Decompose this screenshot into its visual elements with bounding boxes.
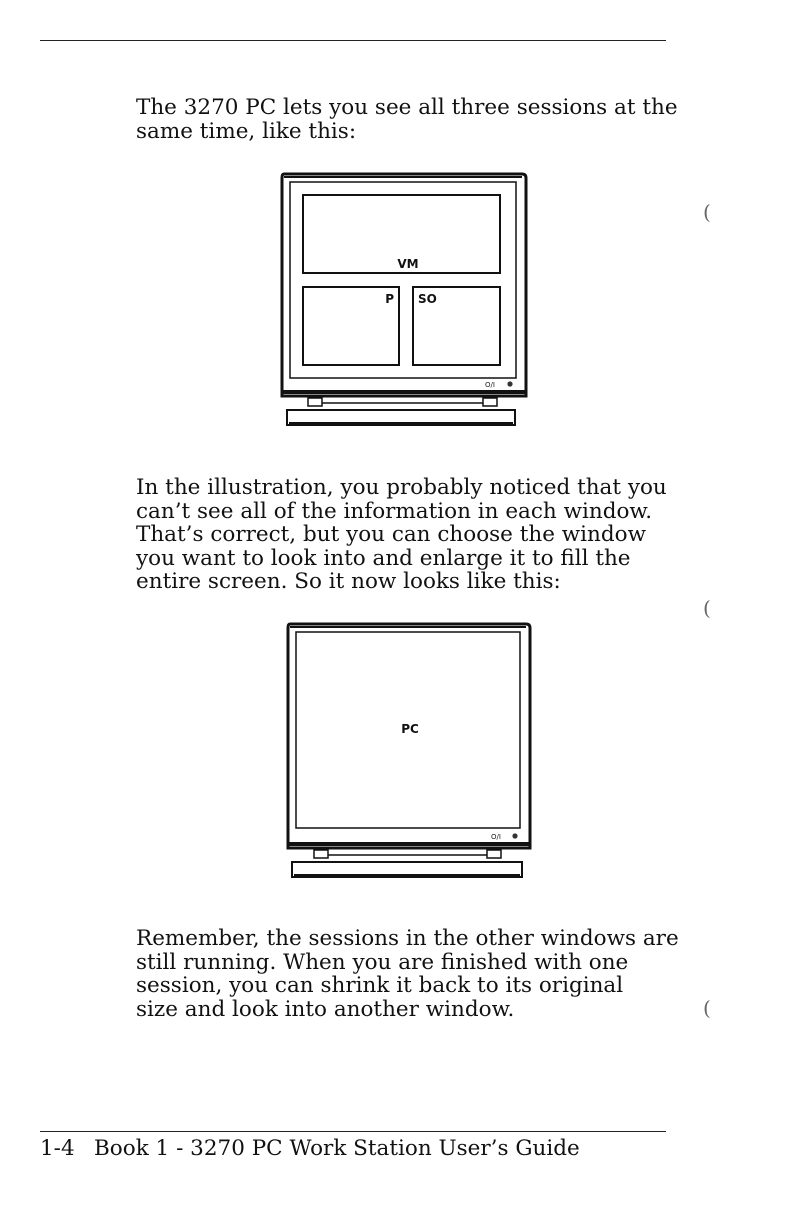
power-indicator-icon: [507, 381, 513, 387]
window-label-vm: VM: [397, 257, 418, 271]
power-switch-label: O/I: [491, 833, 501, 841]
text-line: same time, like this:: [136, 118, 357, 144]
paragraph-explanation: In the illustration, you probably notice…: [136, 476, 696, 594]
power-switch-label: O/I: [485, 381, 495, 389]
text-line: you want to look into and enlarge it to …: [136, 545, 631, 571]
footer-title: Book 1 - 3270 PC Work Station User’s Gui…: [94, 1136, 580, 1161]
scan-margin-mark: (: [703, 996, 711, 1020]
text-line: In the illustration, you probably notice…: [136, 475, 667, 500]
text-line: That’s correct, but you can choose the w…: [136, 522, 647, 548]
window-label-p: P: [385, 292, 394, 306]
paragraph-intro: The 3270 PC lets you see all three sessi…: [136, 96, 696, 143]
text-line: entire screen. So it now looks like this…: [136, 569, 561, 595]
text-line: can’t see all of the information in each…: [136, 498, 653, 524]
scan-margin-mark: (: [703, 200, 711, 224]
paragraph-remember: Remember, the sessions in the other wind…: [136, 927, 696, 1021]
text-line: session, you can shrink it back to its o…: [136, 973, 624, 999]
monitor-illustration-full-screen: PC O/I: [284, 620, 536, 882]
header-rule: [40, 40, 666, 41]
text-line: still running. When you are finished wit…: [136, 949, 629, 975]
scan-margin-mark: (: [703, 596, 711, 620]
footer-rule: [40, 1131, 666, 1132]
page-number: 1-4: [40, 1136, 75, 1161]
page-footer: 1-4 Book 1 - 3270 PC Work Station User’s …: [40, 1136, 580, 1161]
text-line: size and look into another window.: [136, 996, 515, 1022]
text-line: Remember, the sessions in the other wind…: [136, 926, 679, 951]
power-indicator-icon: [512, 833, 518, 839]
window-label-so: SO: [418, 292, 437, 306]
window-label-pc: PC: [401, 722, 419, 736]
text-line: The 3270 PC lets you see all three sessi…: [136, 95, 678, 120]
monitor-illustration-three-sessions: VM P SO O/I: [278, 170, 530, 432]
